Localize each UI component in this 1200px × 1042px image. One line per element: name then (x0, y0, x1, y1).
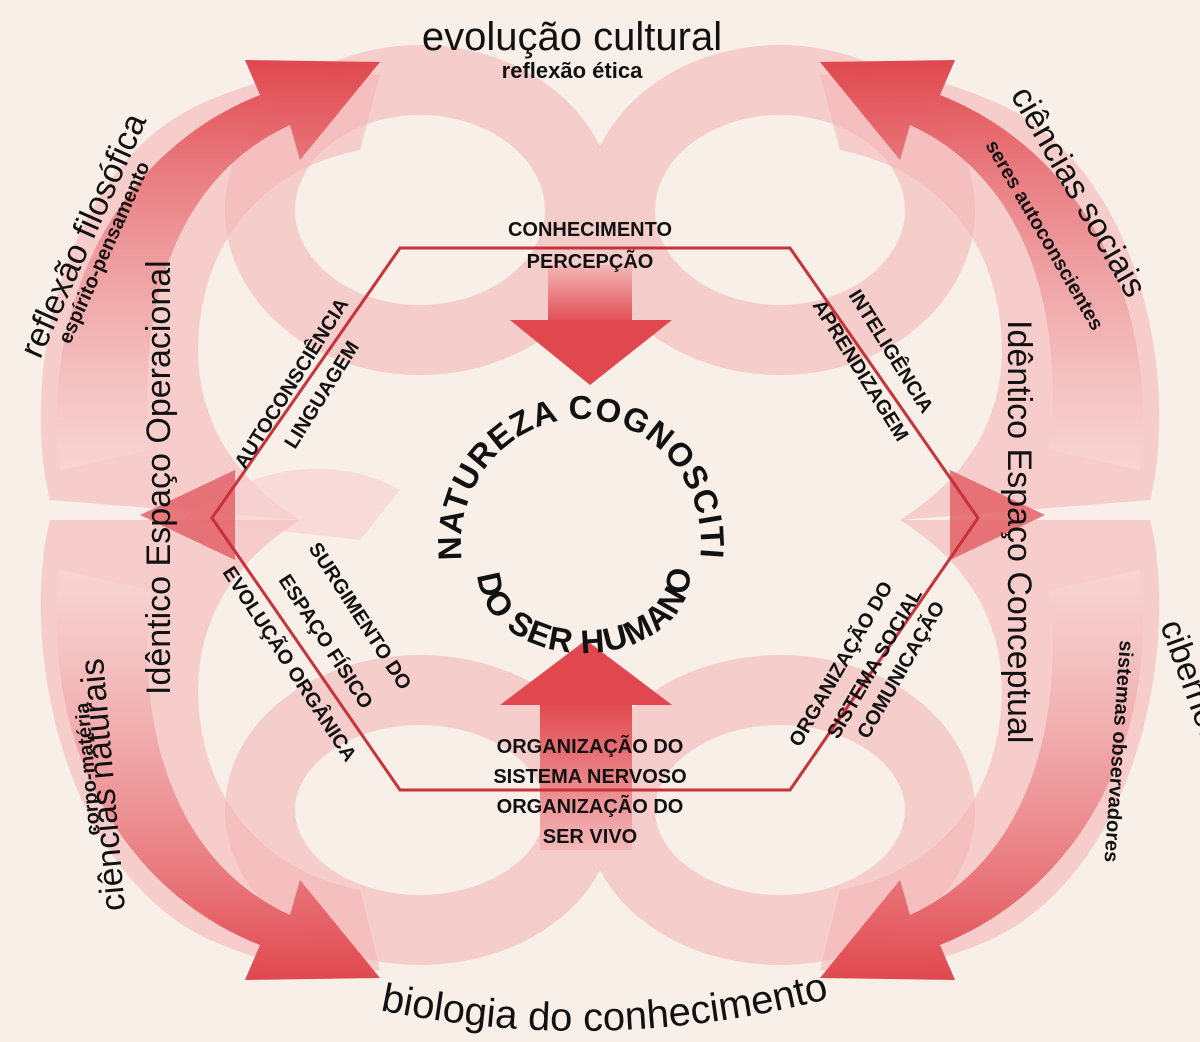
left-point (140, 470, 235, 560)
arrow-up-left (56, 60, 381, 470)
right-point (950, 470, 1045, 560)
top-title: evolução cultural (422, 15, 722, 59)
top-box-line2: PERCEPÇÃO (527, 250, 654, 273)
arrow-up-right (820, 60, 1144, 470)
top-subtitle: reflexão ética (502, 58, 643, 83)
left-vertical-label: Idêntico Espaço Operacional (140, 260, 178, 695)
right-vertical-label: Idêntico Espaço Conceptual (1000, 320, 1038, 743)
bottom-box-line3: ORGANIZAÇÃO DO (497, 795, 684, 818)
arrow-down-left (56, 570, 381, 980)
inner-loops (225, 45, 975, 965)
arrow-center-down (510, 265, 672, 385)
bottom-box-line1: ORGANIZAÇÃO DO (497, 735, 684, 758)
bottom-box-line4: SER VIVO (543, 826, 637, 848)
arrow-down-right (820, 570, 1144, 980)
arrow-center-up (500, 640, 672, 850)
central-hexagon (210, 246, 980, 792)
bottom-box-line2: SISTEMA NERVOSO (493, 766, 686, 788)
top-box-line1: CONHECIMENTO (508, 219, 672, 241)
